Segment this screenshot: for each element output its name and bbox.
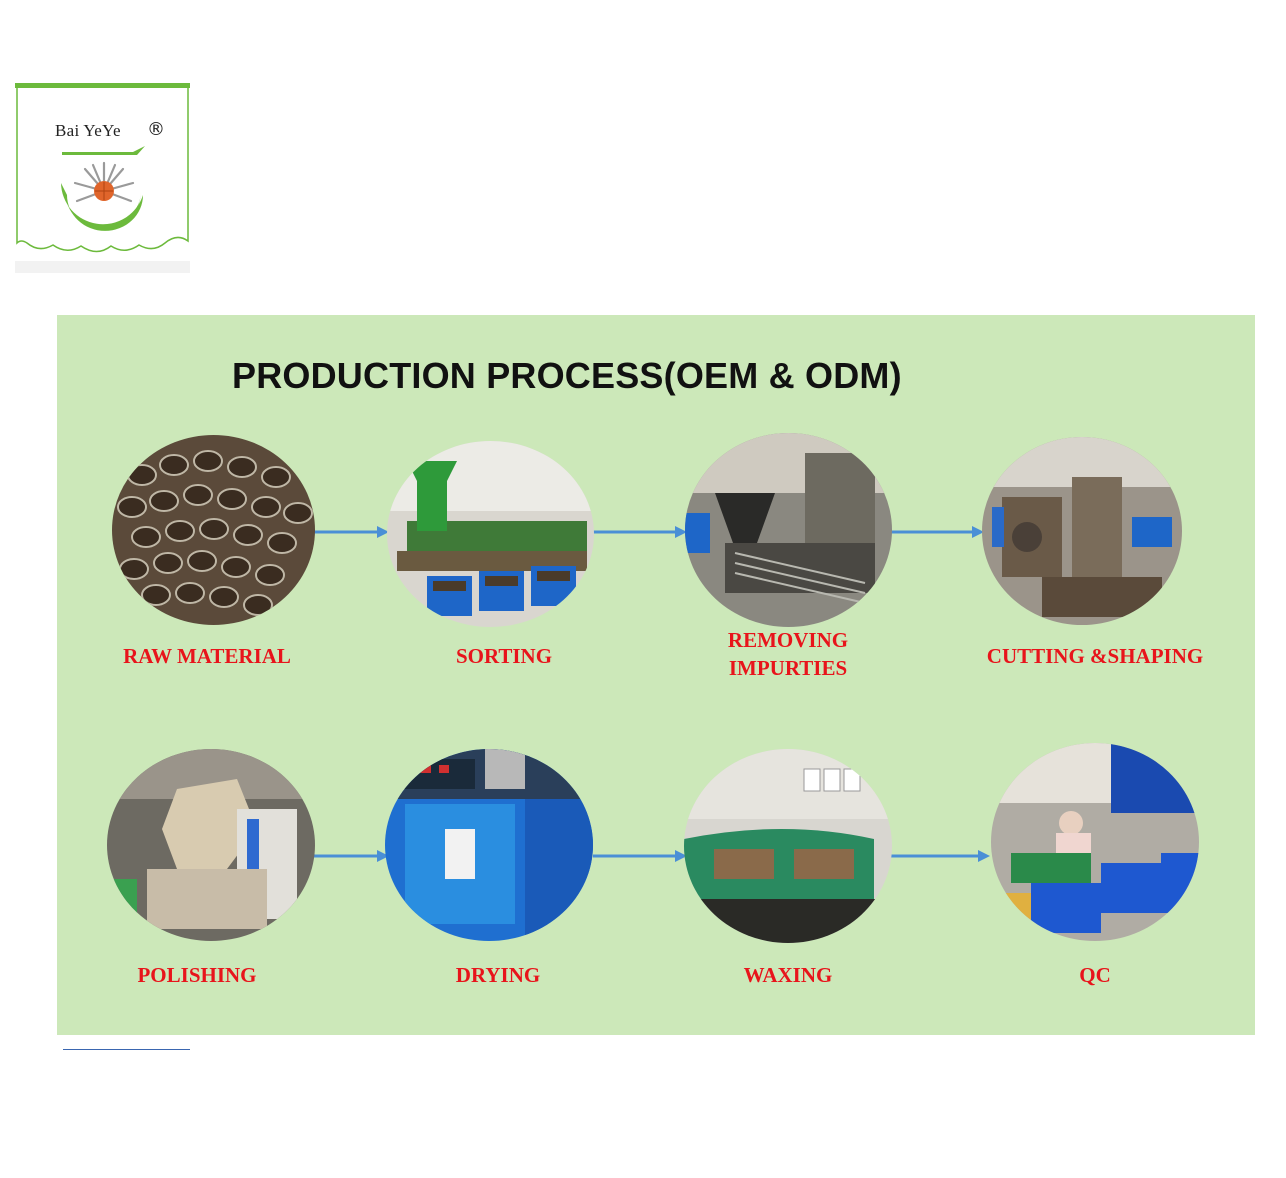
qc-photo [991,743,1199,941]
arrow-right-icon [593,850,687,862]
polishing-photo [107,749,315,941]
step-label-cutting-shaping: CUTTING &SHAPING [986,644,1204,668]
arrow-right-icon [890,850,990,862]
arrow-right-icon [313,526,389,538]
step-label-removing-impurities: REMOVING IMPURTIES [728,626,848,682]
raw-material-photo [112,435,315,625]
logo-emblem-icon [15,83,190,273]
arrow-right-icon [890,526,984,538]
registered-mark: ® [147,119,165,140]
panel-title: PRODUCTION PROCESS(OEM & ODM) [232,355,902,396]
logo-brand-text: Bai YeYe [55,121,121,140]
waxing-photo [684,749,892,943]
drying-photo [385,749,593,941]
cutting-shaping-photo [982,437,1182,625]
arrow-right-icon [313,850,389,862]
step-label-polishing: POLISHING [137,963,257,987]
step-label-waxing: WAXING [743,963,833,987]
step-label-raw-material: RAW MATERIAL [123,644,291,668]
step-label-drying: DRYING [455,963,541,987]
production-process-panel: PRODUCTION PROCESS(OEM & ODM) [57,315,1255,1035]
sorting-photo [387,441,594,627]
removing-impurities-photo [685,433,892,627]
step-label-qc: QC [1079,963,1111,987]
step-label-sorting: SORTING [455,644,553,668]
step-label-line: REMOVING [727,628,849,652]
step-label-line: IMPURTIES [728,656,848,680]
brand-logo: Bai YeYe ® [15,83,190,273]
arrow-right-icon [593,526,687,538]
footer-divider [63,1049,190,1050]
